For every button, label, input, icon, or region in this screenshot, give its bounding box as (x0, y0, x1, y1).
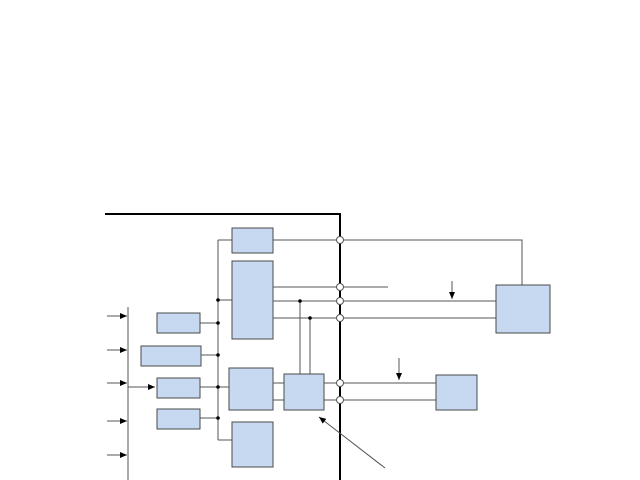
block-i (283, 373, 325, 411)
block-g (228, 367, 274, 411)
junction-dot (216, 298, 220, 302)
junction-dot (216, 353, 220, 357)
block-b (231, 260, 274, 340)
block-a (231, 227, 274, 254)
block-a-to-block-j (340, 239, 523, 285)
block-f (156, 408, 201, 430)
block-j (495, 284, 551, 334)
boundary-port (336, 297, 344, 305)
junction-dot (216, 321, 220, 325)
junction-dot (308, 316, 312, 320)
housing-frame (105, 213, 341, 480)
junction-dot (298, 299, 302, 303)
block-e (156, 377, 201, 399)
boundary-port (336, 396, 344, 404)
block-c (156, 312, 201, 334)
pointer-arrow (318, 416, 386, 469)
junction-dot (216, 416, 220, 420)
boundary-port (336, 379, 344, 387)
boundary-port (336, 236, 344, 244)
block-k (435, 374, 478, 411)
block-d (140, 345, 202, 367)
junction-dot (216, 385, 220, 389)
boundary-port (336, 283, 344, 291)
block-h (231, 421, 274, 468)
boundary-port (336, 314, 344, 322)
